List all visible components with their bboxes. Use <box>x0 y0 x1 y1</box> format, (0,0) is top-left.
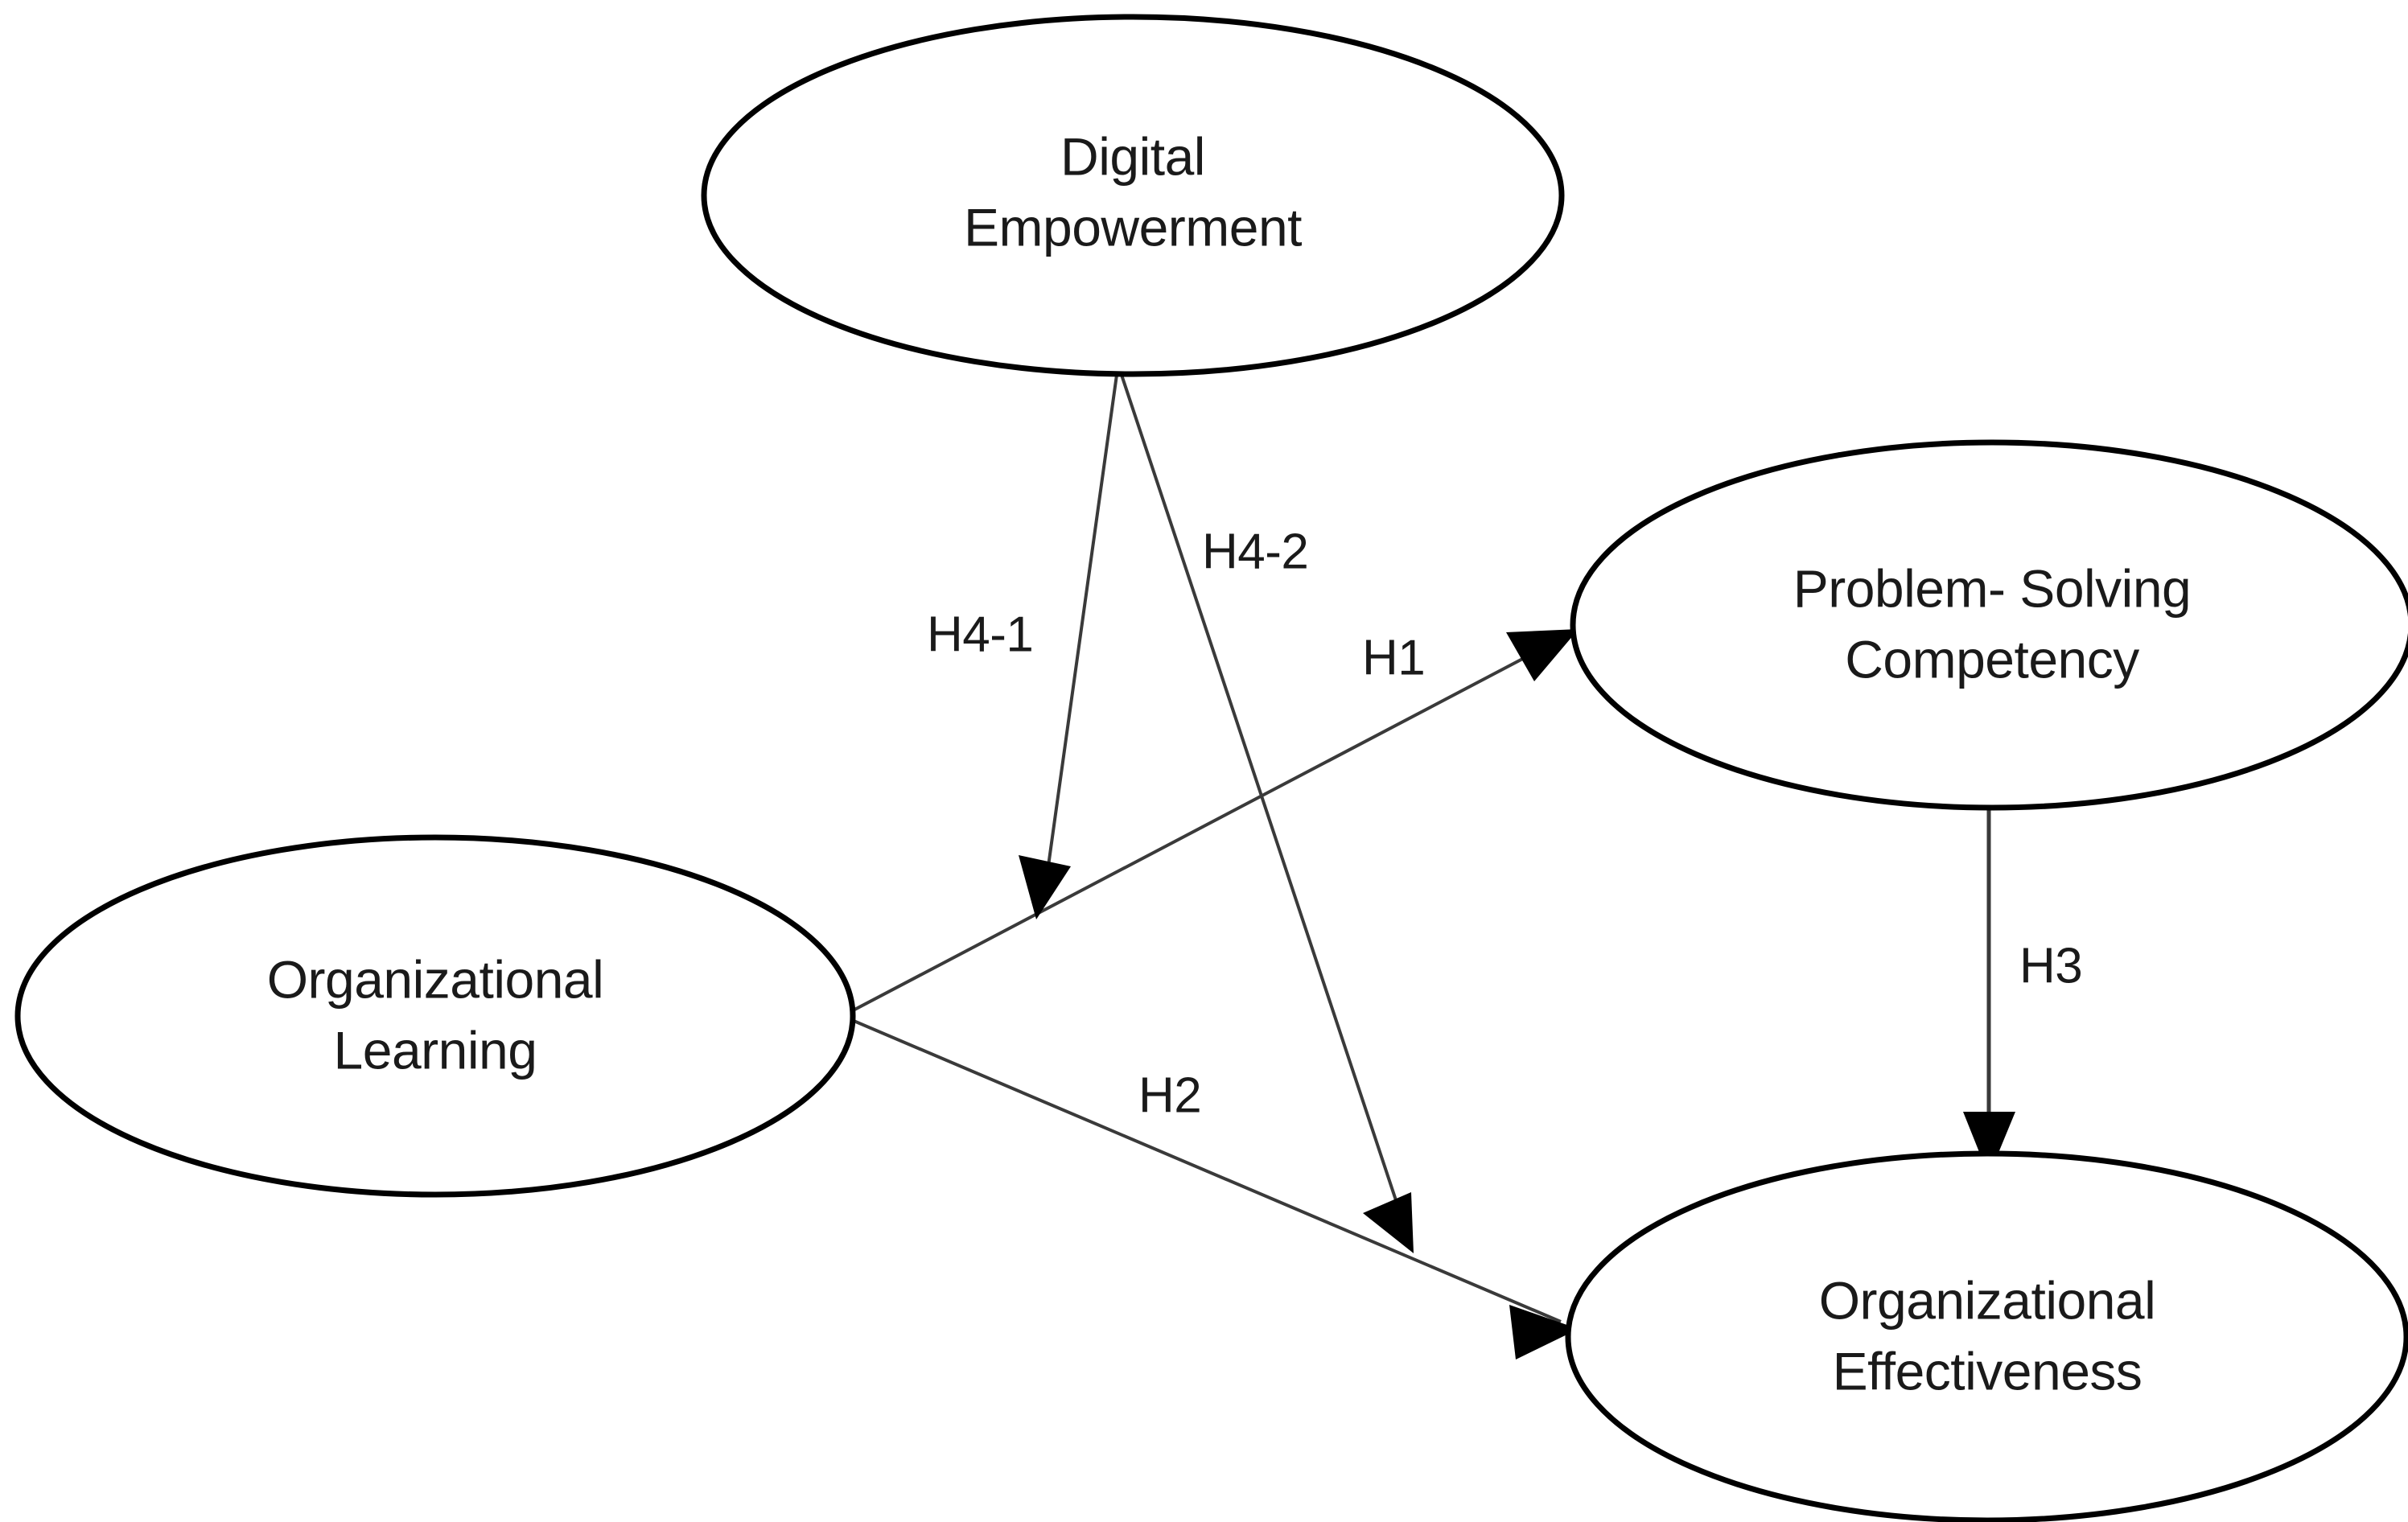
edge-h3-arrowhead <box>1963 1112 2015 1176</box>
hypothesis-label-h4-1: H4-1 <box>927 607 1033 662</box>
node-organizational-effectiveness[interactable]: Organizational Effectiveness <box>1565 1150 2408 1522</box>
node-digital-empowerment-label-line1: Digital <box>1060 126 1205 186</box>
edge-h4-1-line <box>1044 374 1118 884</box>
node-digital-empowerment-label-line2: Empowerment <box>964 197 1302 257</box>
hypothesis-label-h3: H3 <box>2019 938 2082 993</box>
hypothesis-label-h2: H2 <box>1138 1067 1201 1123</box>
edge-h3 <box>1963 804 2015 1176</box>
edge-h1-arrowhead <box>1506 629 1579 681</box>
node-organizational-learning[interactable]: Organizational Learning <box>14 834 856 1198</box>
edge-h4-1-arrowhead <box>1019 855 1071 919</box>
node-problem-solving-competency[interactable]: Problem- Solving Competency <box>1570 439 2408 811</box>
node-problem-solving-competency-label-line2: Competency <box>1845 629 2139 689</box>
edge-h4-1 <box>1019 374 1118 919</box>
hypothesis-label-h1: H1 <box>1362 630 1425 685</box>
edge-h4-2 <box>1120 374 1414 1253</box>
edge-h1 <box>842 629 1579 1018</box>
node-digital-empowerment[interactable]: Digital Empowerment <box>701 14 1565 377</box>
edge-h2-line <box>842 1014 1562 1323</box>
edge-h2 <box>842 1014 1579 1360</box>
node-problem-solving-competency-shape <box>1570 439 2408 811</box>
hypothesis-label-h4-2: H4-2 <box>1202 524 1308 579</box>
node-organizational-learning-label-line1: Organizational <box>267 949 604 1009</box>
edge-h4-2-line <box>1120 374 1403 1218</box>
node-digital-empowerment-shape <box>701 14 1565 377</box>
node-organizational-learning-label-line2: Learning <box>334 1020 537 1080</box>
edge-h4-2-arrowhead <box>1363 1192 1414 1253</box>
node-problem-solving-competency-label-line1: Problem- Solving <box>1793 558 2192 618</box>
node-organizational-learning-shape <box>14 834 856 1198</box>
edge-h1-line <box>842 636 1563 1018</box>
edge-h2-arrowhead <box>1509 1305 1579 1360</box>
node-organizational-effectiveness-shape <box>1565 1150 2408 1522</box>
node-organizational-effectiveness-label-line2: Effectiveness <box>1833 1341 2143 1401</box>
node-organizational-effectiveness-label-line1: Organizational <box>1819 1270 2156 1330</box>
